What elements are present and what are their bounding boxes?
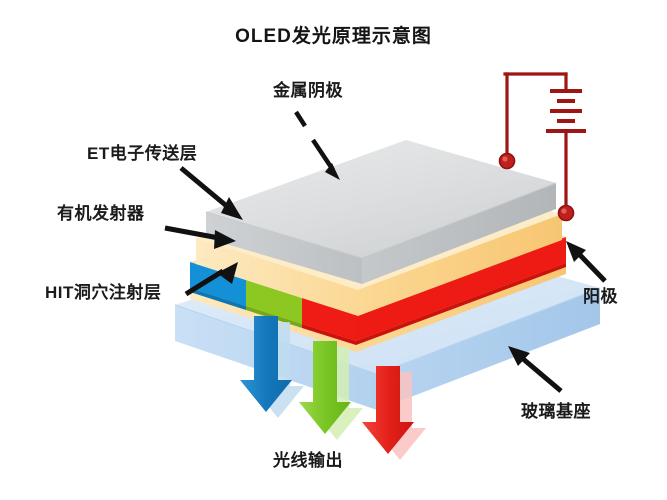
power-circuit (503, 72, 586, 214)
circuit-terminals (498, 152, 575, 222)
et-leader-arrow (179, 166, 243, 220)
label-organic-emitter: 有机发射器 (57, 204, 145, 223)
label-metal-cathode: 金属阴极 (273, 81, 343, 100)
leader-arrows (164, 110, 607, 393)
cathode-leader-arrow (294, 110, 340, 180)
label-anode: 阳极 (583, 287, 618, 306)
label-electron-transport: ET电子传送层 (87, 144, 198, 163)
label-glass-substrate: 玻璃基座 (521, 402, 591, 421)
hit-leader-arrow (184, 262, 238, 297)
light-beam-green-arrow (299, 341, 363, 440)
light-output-arrows (240, 316, 426, 460)
anode-leader-arrow (566, 241, 607, 283)
light-beam-blue-arrow (240, 316, 304, 418)
light-beam-red-arrow (362, 366, 426, 460)
label-hole-injection: HIT洞穴注射层 (45, 283, 162, 302)
page-title: OLED发光原理示意图 (235, 26, 432, 47)
glass-leader-arrow (508, 346, 563, 393)
metal-cathode-layer (205, 140, 557, 284)
emitter-leader-arrow (164, 225, 236, 249)
label-light-output: 光线输出 (273, 451, 343, 470)
